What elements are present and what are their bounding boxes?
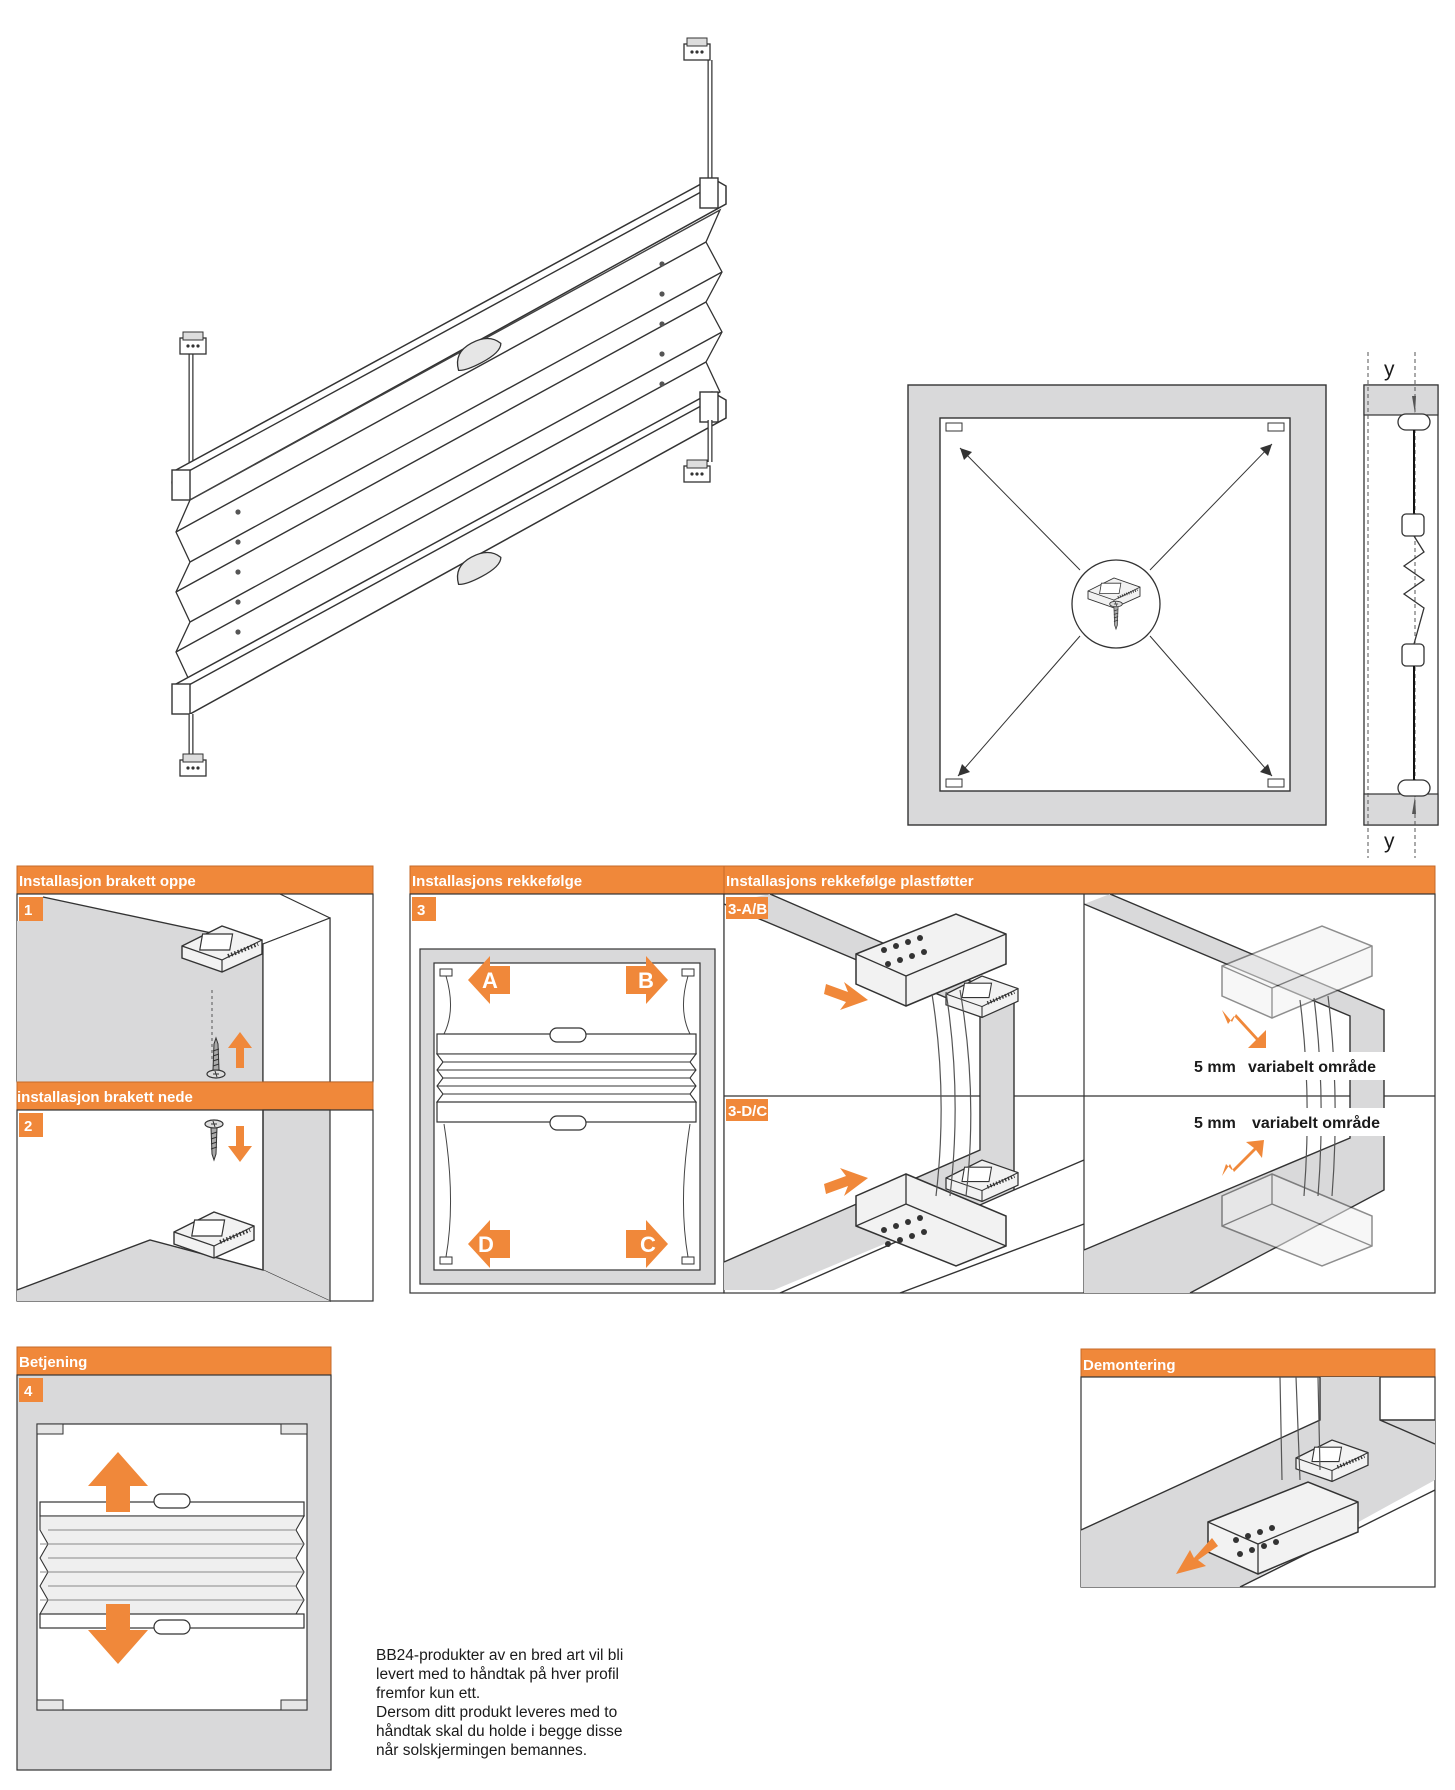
note-line: håndtak skal du holde i begge disse (376, 1723, 623, 1740)
range-bottom-size: 5 mm (1194, 1115, 1236, 1132)
panel-installation-order: Installasjons rekkefølge 3 A B D C (409, 865, 725, 1294)
blind-isometric-illustration (171, 37, 727, 777)
feet-step-bottom: 3-D/C (728, 1103, 767, 1120)
range-top-size: 5 mm (1194, 1059, 1236, 1076)
handle-icon (153, 1619, 191, 1635)
range-top-text: variabelt område (1248, 1058, 1376, 1076)
panel-bracket-top: Installasjon brakett oppe 1 (16, 865, 374, 1083)
panel-feet-title: Installasjons rekkefølge plastføtter (726, 873, 974, 890)
corner-b-label: B (638, 968, 654, 993)
range-bottom-text: variabelt område (1252, 1114, 1380, 1132)
panel-removal: Demontering (1080, 1348, 1436, 1588)
panel-bracket-top-step: 1 (24, 902, 32, 919)
note-line: Dersom ditt produkt leveres med to (376, 1704, 618, 1721)
note-line: fremfor kun ett. (376, 1685, 481, 1702)
side-view-top-label: y (1384, 358, 1395, 381)
panel-bracket-bottom-step: 2 (24, 1118, 32, 1135)
panel-order-title: Installasjons rekkefølge (412, 873, 582, 890)
arrow-down-left-icon (1176, 1538, 1218, 1574)
corner-d-label: D (478, 1232, 494, 1257)
side-profile-view: y y (1363, 352, 1439, 858)
window-frame-diagram (907, 384, 1327, 826)
panel-operation: Betjening 4 (16, 1346, 332, 1771)
corner-c-label: C (640, 1232, 656, 1257)
side-view-bottom-label: y (1384, 830, 1395, 853)
arrow-down-icon (88, 1604, 148, 1664)
panel-removal-title: Demontering (1083, 1357, 1176, 1374)
arrow-up-icon (228, 1032, 252, 1068)
panel-order-step: 3 (417, 902, 425, 919)
note-line: levert med to håndtak på hver profil (376, 1666, 619, 1683)
panel-bracket-bottom: installasjon brakett nede 2 (16, 1081, 374, 1302)
corner-a-label: A (482, 968, 498, 993)
panel-operation-step: 4 (24, 1383, 33, 1400)
panel-plastic-feet: Installasjons rekkefølge plastføtter 3-A… (723, 865, 1436, 1294)
feet-step-top: 3-A/B (728, 901, 767, 918)
arrow-down-icon (228, 1126, 252, 1162)
note-text: BB24-produkter av en bred art vil bli le… (376, 1646, 676, 1760)
arrow-up-icon (88, 1452, 148, 1512)
note-line: BB24-produkter av en bred art vil bli (376, 1647, 624, 1664)
note-line: når solskjermingen bemannes. (376, 1742, 588, 1759)
panel-bracket-top-title: Installasjon brakett oppe (19, 873, 196, 890)
panel-operation-title: Betjening (19, 1354, 87, 1371)
panel-bracket-bottom-title: installasjon brakett nede (17, 1089, 193, 1106)
handle-icon (153, 1493, 191, 1509)
